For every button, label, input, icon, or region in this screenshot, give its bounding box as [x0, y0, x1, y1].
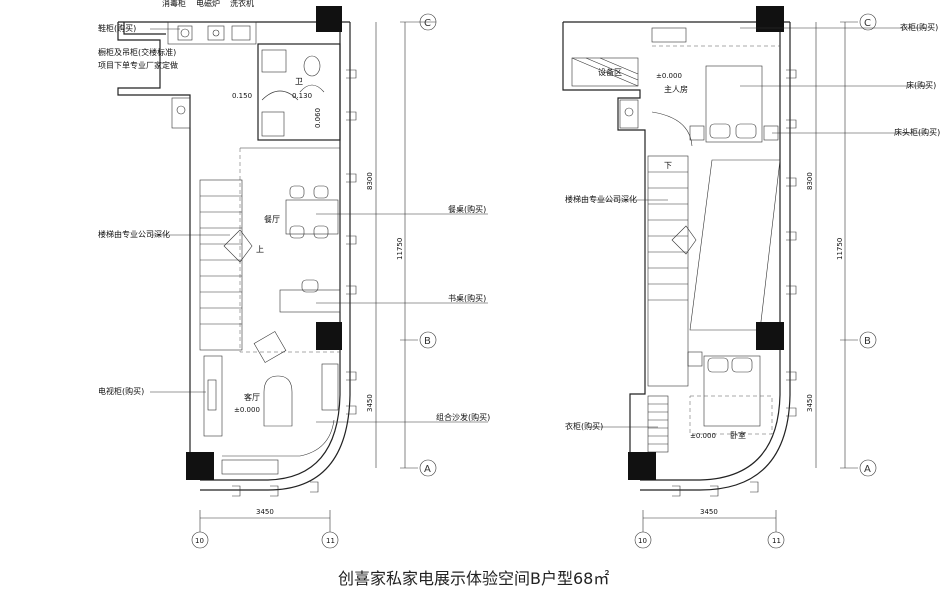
- label-level-0130: 0.130: [292, 92, 312, 100]
- label-induction-cooker: 电磁炉: [196, 0, 220, 8]
- label-stairs-note-left: 楼梯由专业公司深化: [98, 229, 170, 239]
- axis-label-10-left: 10: [195, 537, 204, 545]
- label-dining-table: 餐桌(购买): [448, 204, 486, 214]
- axis-label-10-right: 10: [638, 537, 647, 545]
- label-wardrobe-bottom: 衣柜(购买): [565, 421, 603, 431]
- label-up: 上: [256, 245, 264, 254]
- dim-left-11750: 11750: [396, 238, 404, 260]
- label-living-level: ±0.000: [234, 406, 260, 414]
- dim-left-8300: 8300: [366, 172, 374, 190]
- dim-left-3450-bottom: 3450: [256, 508, 274, 516]
- dim-right-8300: 8300: [806, 172, 814, 190]
- label-desk: 书桌(购买): [448, 293, 486, 303]
- dim-left-3450-vertical: 3450: [366, 394, 374, 412]
- dim-right-11750: 11750: [836, 238, 844, 260]
- label-master-level: ±0.000: [656, 72, 682, 80]
- label-disinfection-cabinet: 消毒柜: [162, 0, 186, 8]
- label-shoe-cabinet: 鞋柜(购买): [98, 23, 136, 33]
- left-floor-plan: [117, 6, 488, 532]
- label-stairs-note-right: 楼梯由专业公司深化: [565, 194, 637, 204]
- label-dining-room: 餐厅: [264, 215, 280, 224]
- right-wall-brackets: [672, 69, 797, 497]
- label-cabinet-note-1: 橱柜及吊柜(交楼标准): [98, 47, 176, 57]
- dim-right-3450-vertical: 3450: [806, 394, 814, 412]
- label-master-bedroom: 主人房: [664, 84, 688, 94]
- label-bed: 床(购买): [906, 80, 936, 90]
- axis-label-b-left: B: [424, 336, 431, 347]
- label-tv-cabinet: 电视柜(购买): [98, 386, 144, 396]
- label-bedroom: 卧室: [730, 430, 746, 440]
- label-cabinet-note-2: 项目下单专业厂家定做: [98, 60, 178, 70]
- axis-markers-right: C B A 10 11: [634, 13, 877, 549]
- label-equipment-area: 设备区: [598, 67, 622, 77]
- label-wardrobe-top: 衣柜(购买): [900, 22, 938, 32]
- dim-right-3450-bottom: 3450: [700, 508, 718, 516]
- label-down: 下: [664, 161, 672, 170]
- label-washing-machine: 洗衣机: [230, 0, 254, 8]
- label-living-room: 客厅: [244, 392, 260, 402]
- axis-label-11-left: 11: [326, 537, 335, 545]
- label-bathroom: 卫: [295, 77, 303, 86]
- drawing-title: 创喜家私家电展示体验空间B户型68㎡: [338, 569, 609, 588]
- left-wall-brackets: [232, 69, 357, 497]
- axis-label-b-right: B: [864, 336, 871, 347]
- label-bedroom-level: ±0.000: [690, 432, 716, 440]
- label-nightstand: 床头柜(购买): [894, 127, 940, 137]
- right-floor-plan: [562, 6, 926, 532]
- axis-label-a-left: A: [424, 464, 431, 475]
- axis-label-a-right: A: [864, 464, 871, 475]
- label-sofa: 组合沙发(购买): [436, 412, 490, 422]
- axis-label-c-left: C: [424, 18, 431, 29]
- label-level-0150: 0.150: [232, 92, 252, 100]
- axis-label-11-right: 11: [772, 537, 781, 545]
- axis-markers-left: C B A 10 11: [191, 13, 437, 549]
- axis-label-c-right: C: [864, 18, 871, 29]
- label-level-0060: 0.060: [314, 108, 322, 128]
